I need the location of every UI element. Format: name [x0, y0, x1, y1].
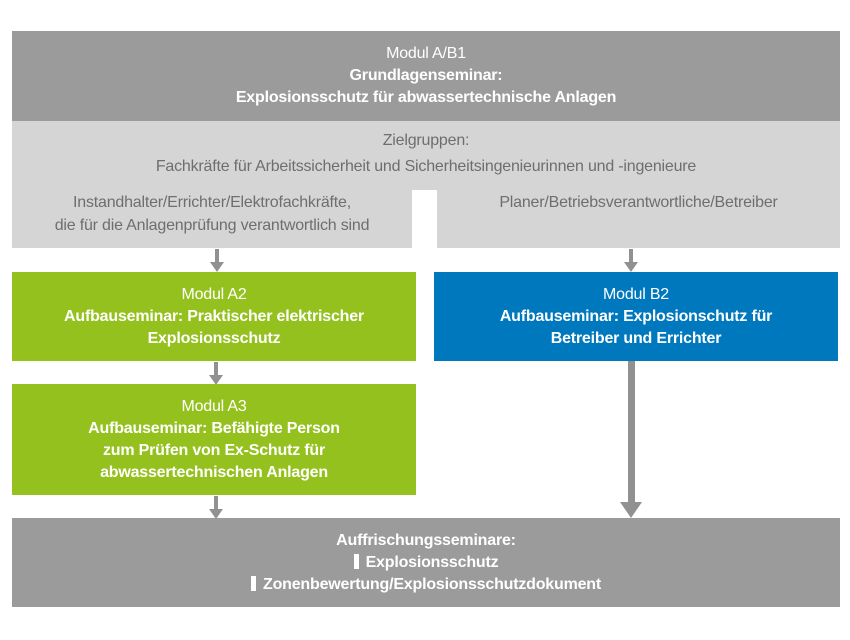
- arrow-down-icon: [209, 496, 223, 519]
- arrow-stem: [629, 249, 633, 262]
- arrow-down-icon: [210, 249, 224, 272]
- target-groups-band: Zielgruppen: Fachkräfte für Arbeitssiche…: [12, 121, 840, 190]
- refresher-heading: Auffrischungsseminare:: [336, 531, 516, 549]
- refresher-item-label: Explosionsschutz: [365, 553, 499, 571]
- target-group-right-line1: Planer/Betriebsverantwortliche/Betreiber: [499, 194, 778, 211]
- arrow-head: [209, 375, 223, 385]
- bullet-bar-icon: [251, 575, 256, 591]
- module-a3-line1: Aufbauseminar: Befähigte Person: [88, 419, 340, 437]
- target-group-left-line1: Instandhalter/Errichter/Elektrofachkräft…: [73, 194, 351, 211]
- arrow-head: [620, 502, 642, 518]
- module-ab1-name: Modul A/B1: [386, 45, 466, 62]
- arrow-stem: [214, 496, 218, 509]
- module-a3-line2: zum Prüfen von Ex-Schutz für: [103, 441, 325, 459]
- arrow-stem: [215, 249, 219, 262]
- arrow-head: [209, 509, 223, 519]
- module-b2-box: Modul B2 Aufbauseminar: Explosionschutz …: [434, 272, 838, 361]
- module-b2-line1: Aufbauseminar: Explosionschutz für: [499, 307, 773, 325]
- module-a2-name: Modul A2: [181, 285, 247, 303]
- refresher-box: Auffrischungsseminare: Explosionsschutz …: [12, 518, 840, 607]
- arrow-down-icon: [209, 362, 223, 385]
- bullet-bar-icon: [353, 553, 359, 569]
- target-groups-common: Fachkräfte für Arbeitssicherheit und Sic…: [155, 158, 697, 175]
- target-groups-heading: Zielgruppen:: [382, 132, 470, 149]
- module-a3-line3: abwassertechnischen Anlagen: [100, 463, 328, 481]
- module-a2-line2: Explosionsschutz: [147, 329, 281, 347]
- target-group-left: Instandhalter/Errichter/Elektrofachkräft…: [12, 190, 412, 248]
- arrow-down-icon: [624, 249, 638, 272]
- arrow-stem: [627, 361, 635, 502]
- target-group-left-line2: die für die Anlagenprüfung verantwortlic…: [54, 217, 370, 234]
- refresher-item: Explosionsschutz: [12, 552, 840, 574]
- module-ab1-topic: Explosionsschutz für abwassertechnische …: [235, 89, 617, 106]
- refresher-item-label: Zonenbewertung/Explosionsschutzdokument: [263, 575, 601, 593]
- module-ab1-type: Grundlagenseminar:: [349, 67, 503, 84]
- arrow-down-icon: [620, 361, 642, 518]
- module-ab1-box: Modul A/B1 Grundlagenseminar: Explosions…: [12, 31, 840, 121]
- module-a2-box: Modul A2 Aufbauseminar: Praktischer elek…: [12, 272, 416, 361]
- arrow-stem: [214, 362, 218, 375]
- module-a3-name: Modul A3: [181, 397, 247, 415]
- module-a2-line1: Aufbauseminar: Praktischer elektrischer: [64, 307, 364, 325]
- module-b2-line2: Betreiber und Errichter: [550, 329, 722, 347]
- refresher-item: Zonenbewertung/Explosionsschutzdokument: [12, 574, 840, 596]
- target-group-right: Planer/Betriebsverantwortliche/Betreiber: [437, 190, 840, 248]
- arrow-head: [210, 262, 224, 272]
- arrow-head: [624, 262, 638, 272]
- module-a3-box: Modul A3 Aufbauseminar: Befähigte Person…: [12, 384, 416, 495]
- module-b2-name: Modul B2: [603, 285, 669, 303]
